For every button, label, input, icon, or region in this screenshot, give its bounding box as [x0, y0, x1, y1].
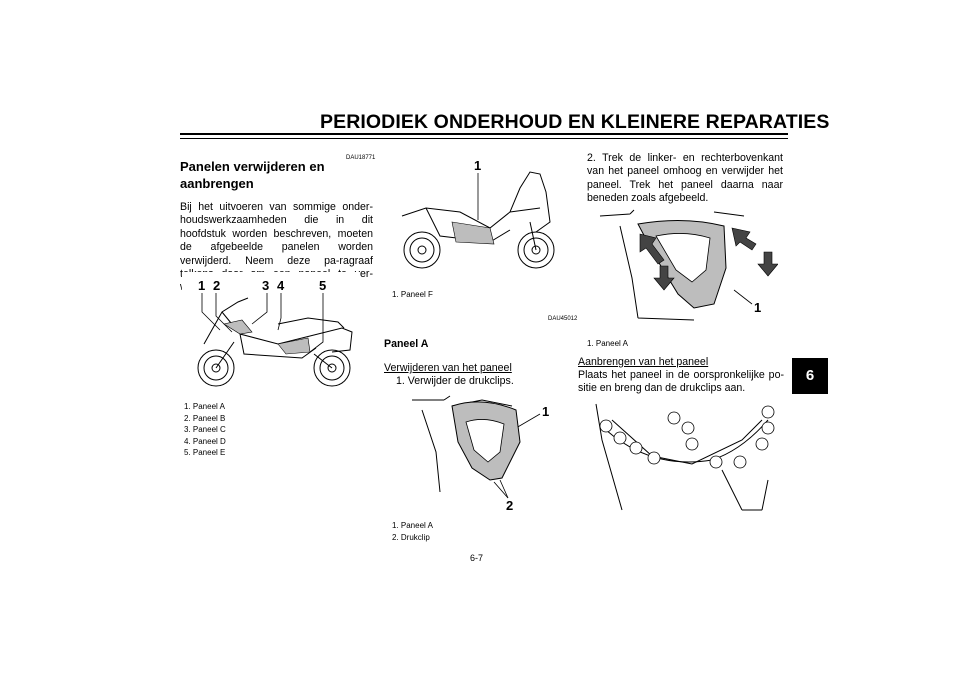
- scooter-drawing: [197, 297, 353, 387]
- arrow-down-left-icon: [653, 265, 675, 291]
- figure2-caption: 1. Paneel F: [392, 290, 433, 299]
- header-rule-thin: [180, 138, 788, 139]
- clip-marker: [613, 431, 627, 445]
- figure1-label-2: 2: [213, 278, 220, 293]
- figure3-leader-lines: [493, 413, 541, 499]
- clip-marker: [733, 455, 747, 469]
- paneel-a-code: DAU45012: [548, 316, 578, 322]
- panel-a-shape: [223, 319, 253, 335]
- panel-e-shape: [277, 337, 311, 355]
- clip-marker: [667, 411, 681, 425]
- figure2-label-1: 1: [474, 158, 481, 173]
- handlebar-drawing: [599, 209, 745, 321]
- figure1-label-1: 1: [198, 278, 205, 293]
- front-panel-clips-figure: 1 2: [392, 392, 558, 516]
- paneel-a-title: Paneel A: [384, 338, 429, 350]
- clip-marker: [761, 405, 775, 419]
- page-number: 6-7: [470, 553, 484, 563]
- panel-a-front-inner: [465, 419, 505, 463]
- figure3-caption: 1. Paneel A 2. Drukclip: [392, 520, 433, 543]
- figure4-label-1: 1: [754, 300, 761, 315]
- scooter-panel-f-figure: 1: [390, 152, 570, 280]
- caption-item: 4. Paneel D: [184, 436, 226, 446]
- caption-item: 2. Drukclip: [392, 532, 430, 542]
- clip-marker: [761, 421, 775, 435]
- panel-f-shape: [451, 221, 495, 245]
- scooter-panels-figure: 1 2 3 4 5: [182, 272, 360, 400]
- caption-item: 1. Paneel A: [184, 402, 225, 411]
- arrow-down-right-icon: [757, 251, 778, 277]
- clip-marker: [709, 455, 723, 469]
- caption-item: 5. Paneel E: [184, 448, 226, 458]
- page-header-title: PERIODIEK ONDERHOUD EN KLEINERE REPARATI…: [320, 111, 830, 133]
- clip-marker: [681, 421, 695, 435]
- figure4-caption: 1. Paneel A: [587, 339, 628, 348]
- section-title: Panelen verwijderen en aanbrengen: [180, 159, 325, 191]
- step-2: 2. Trek de linker- en rechterbovenkant v…: [587, 152, 783, 205]
- chapter-tab: 6: [792, 358, 828, 394]
- clip-markers: [599, 405, 775, 469]
- figure4-leader-line: [733, 289, 753, 305]
- panel-a-removal-inner: [655, 233, 711, 283]
- arrow-up-right-icon: [731, 227, 757, 251]
- caption-item: 1. Paneel A: [392, 521, 433, 530]
- install-paragraph: Plaats het paneel in de oorspronkelijke …: [578, 369, 784, 395]
- figure1-leader-lines: [201, 293, 324, 353]
- figure1-label-4: 4: [277, 278, 285, 293]
- section-code: DAU18771: [346, 155, 376, 161]
- caption-item: 3. Paneel C: [184, 425, 226, 435]
- header-rule: [180, 133, 788, 135]
- figure1-label-5: 5: [319, 278, 326, 293]
- step-1: 1. Verwijder de drukclips.: [396, 375, 514, 387]
- panel-removal-figure: 1: [594, 208, 778, 336]
- clip-marker: [685, 437, 699, 451]
- clip-installation-figure: [592, 400, 784, 524]
- arrow-up-left-icon: [639, 233, 665, 265]
- clip-marker: [647, 451, 661, 465]
- figure1-caption: 1. Paneel A 2. Paneel B 3. Paneel C 4. P…: [184, 401, 226, 459]
- install-heading: Aanbrengen van het paneel: [578, 356, 709, 368]
- clip-marker: [629, 441, 643, 455]
- figure1-label-3: 3: [262, 278, 269, 293]
- caption-item: 2. Paneel B: [184, 413, 226, 423]
- clip-marker: [599, 419, 613, 433]
- figure3-label-2: 2: [506, 498, 513, 513]
- figure3-label-1: 1: [542, 404, 549, 419]
- remove-heading: Verwijderen van het paneel: [384, 362, 512, 374]
- clip-marker: [755, 437, 769, 451]
- arrow-icons: [639, 227, 778, 291]
